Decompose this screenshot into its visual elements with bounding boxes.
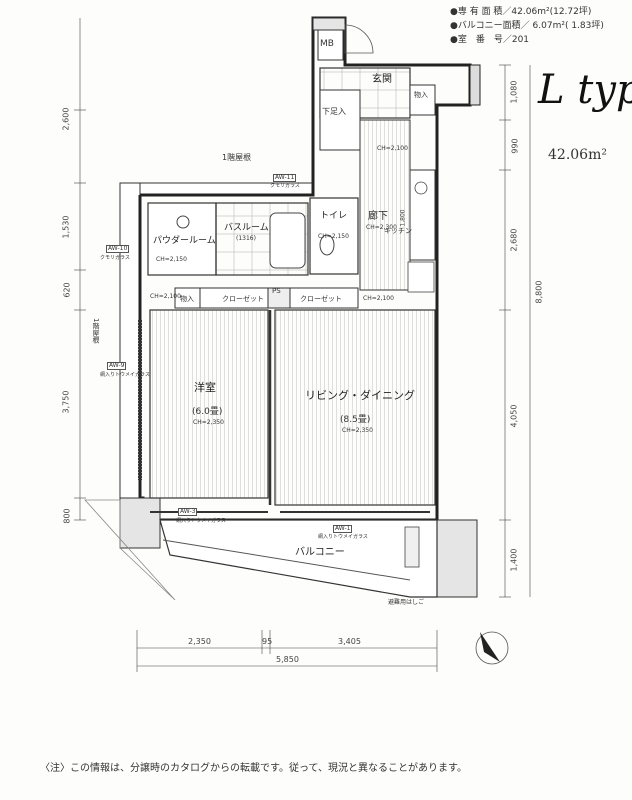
room-bathroom-size: (1316) bbox=[236, 235, 256, 242]
evacuation-ladder-box bbox=[404, 526, 420, 568]
dim-left-2: 1,530 bbox=[61, 215, 71, 239]
info-balcony: ●バルコニー面積／ 6.07m²( 1.83坪) bbox=[450, 21, 604, 31]
room-living-size: (8.5畳) bbox=[340, 415, 371, 425]
column-mb bbox=[312, 17, 346, 31]
fridge-space bbox=[407, 261, 435, 293]
room-toilet: トイレ bbox=[320, 211, 348, 221]
room-powder: パウダールーム bbox=[153, 236, 216, 246]
balcony-area bbox=[159, 519, 438, 598]
column-sw bbox=[119, 497, 161, 549]
dim-left-3: 620 bbox=[62, 282, 72, 298]
dim-right-6: 1,400 bbox=[509, 548, 519, 572]
roof-parapet-left bbox=[119, 182, 141, 499]
dim-right-1: 1,080 bbox=[509, 80, 519, 104]
label-first-floor-roof-side: 1階屋根 bbox=[92, 318, 100, 344]
room-ps: PS bbox=[272, 287, 281, 295]
dim-bottom-1: 2,350 bbox=[188, 637, 211, 646]
ch-western: CH=2,350 bbox=[193, 419, 224, 426]
ch-corridor: CH=2,300 bbox=[366, 224, 397, 231]
room-kitchen: キッチン bbox=[384, 227, 412, 235]
balcony-railing bbox=[162, 539, 411, 581]
dim-bottom-total: 5,850 bbox=[276, 655, 299, 664]
room-balcony: バルコニー bbox=[295, 547, 345, 558]
living-room-floor bbox=[274, 309, 436, 506]
dim-left-4: 3,750 bbox=[61, 390, 71, 414]
roof-slope-left bbox=[84, 499, 176, 601]
type-label: L type bbox=[538, 67, 632, 113]
window-tag-aw1: AW-1 bbox=[333, 525, 353, 533]
label-first-floor-roof: 1階屋根 bbox=[222, 153, 252, 162]
dim-right-5: 4,050 bbox=[509, 404, 519, 428]
dim-left-5: 800 bbox=[62, 508, 72, 524]
closet-2-box bbox=[289, 287, 359, 309]
room-shoe-storage: 下足入 bbox=[322, 107, 346, 116]
dim-right-inner: 1,800 bbox=[399, 209, 407, 227]
info-room-number: ●室 番 号／201 bbox=[450, 35, 530, 45]
dim-right-4: 8,800 bbox=[534, 280, 544, 304]
room-bathroom: バスルーム bbox=[224, 223, 269, 233]
ch-toilet: CH=2,150 bbox=[318, 233, 349, 240]
dimension-lines-left bbox=[74, 18, 86, 521]
entry-door-swing bbox=[344, 24, 374, 54]
window-desc-aw1: 網入りトウメイガラス bbox=[318, 534, 368, 540]
dim-left-1: 2,600 bbox=[61, 107, 71, 131]
western-room-floor bbox=[149, 309, 269, 499]
room-western-size: (6.0畳) bbox=[192, 407, 223, 417]
toilet-bowl bbox=[319, 234, 335, 256]
dim-bottom-3: 3,405 bbox=[338, 637, 361, 646]
room-mb: MB bbox=[320, 39, 334, 49]
entrance-storage-box bbox=[409, 84, 436, 116]
dim-bottom-2: 95 bbox=[262, 637, 273, 646]
room-living-dining: リビング・ダイニング bbox=[305, 389, 415, 402]
toilet-room-box bbox=[309, 197, 359, 275]
north-arrow-icon bbox=[475, 631, 509, 665]
footnote: 〈注〉この情報は、分譲時のカタログからの転載です。従って、現況と異なることがあり… bbox=[40, 763, 467, 774]
powder-sink bbox=[176, 215, 190, 229]
mb-box bbox=[317, 29, 344, 61]
dim-right-2: 990 bbox=[510, 138, 520, 154]
kitchen-counter bbox=[409, 169, 436, 261]
window-tag-aw10: AW-10 bbox=[106, 245, 130, 253]
room-entrance: 玄関 bbox=[372, 74, 392, 85]
window-desc-aw3: 網入りトウメイガラス bbox=[176, 518, 226, 524]
room-western: 洋室 bbox=[194, 381, 216, 394]
label-evacuation-ladder: 避難用はしご bbox=[388, 599, 425, 606]
ch-powder: CH=2,150 bbox=[156, 256, 187, 263]
powder-room-box bbox=[147, 202, 217, 276]
ch-living: CH=2,350 bbox=[342, 427, 373, 434]
stove-burner bbox=[414, 181, 428, 195]
window-tag-aw11: AW-11 bbox=[273, 174, 297, 182]
room-closet-1: クローゼット bbox=[222, 295, 264, 303]
room-storage: 物入 bbox=[180, 295, 194, 303]
window-tag-aw9: AW-9 bbox=[107, 362, 127, 370]
storage-box bbox=[174, 287, 201, 309]
bathtub bbox=[269, 212, 306, 269]
shoe-storage-box bbox=[319, 89, 361, 151]
ch-lower-1: CH=2,100 bbox=[150, 293, 181, 300]
window-tag-aw3: AW-3 bbox=[178, 508, 198, 516]
window-desc-aw11: クモリガラス bbox=[270, 183, 300, 189]
area-label: 42.06m² bbox=[548, 147, 607, 163]
dimension-lines-bottom bbox=[136, 630, 438, 672]
room-closet-2: クローゼット bbox=[300, 295, 342, 303]
window-desc-aw9: 網入りトウメイガラス bbox=[100, 372, 150, 378]
ch-entrance: CH=2,100 bbox=[377, 145, 408, 152]
column-se bbox=[436, 519, 478, 598]
room-corridor: 廊下 bbox=[368, 211, 388, 222]
room-entrance-storage: 物入 bbox=[414, 91, 428, 99]
window-desc-aw10: クモリガラス bbox=[100, 255, 130, 261]
dim-right-3: 2,680 bbox=[509, 228, 519, 252]
info-area: ●専 有 面 積／42.06m²(12.72坪) bbox=[450, 7, 592, 17]
dimension-lines-right bbox=[499, 64, 531, 598]
ch-lower-2: CH=2,100 bbox=[363, 295, 394, 302]
